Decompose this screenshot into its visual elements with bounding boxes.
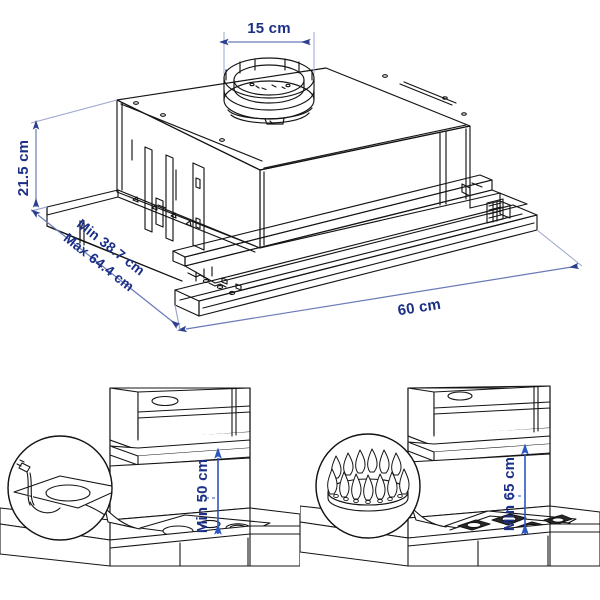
kitchen-scene-gas — [300, 385, 600, 567]
dimension-label-height: 21.5 cm — [15, 140, 32, 196]
wall-cabinet — [109, 387, 251, 451]
kitchen-scene-electric — [0, 387, 300, 567]
dimension-width: 60 cm — [174, 229, 583, 333]
main-product-drawing: 15 cm 21.5 cm 60 cm — [15, 20, 583, 333]
wall-cabinet — [407, 385, 551, 447]
electric-hob-detail-callout — [7, 435, 141, 541]
dimension-label-duct: 15 cm — [247, 20, 291, 37]
dimension-duct-diameter: 15 cm — [219, 20, 315, 74]
flame-row-back — [331, 448, 402, 479]
dimension-label-min-65: Min 65 cm — [501, 457, 518, 531]
dimension-clearance-electric: Min 50 cm — [194, 447, 222, 535]
dimension-depth: Min 38.7 cm Max 64.4 cm — [30, 206, 181, 331]
dimension-clearance-gas: Min 65 cm — [501, 443, 529, 535]
dimension-label-width: 60 cm — [396, 296, 442, 320]
cooker-hood — [109, 439, 251, 466]
pull-out-slide — [172, 174, 538, 317]
duct-outlet — [223, 57, 315, 125]
gas-hob-scene-svg: Min 65 cm — [300, 385, 600, 567]
hood-isometric-svg: 15 cm 21.5 cm 60 cm — [15, 20, 583, 333]
clearance-panel-electric: Min 50 cm — [0, 368, 300, 600]
gas-burner-detail-callout — [315, 433, 447, 539]
clearance-panel-gas: Min 65 cm — [300, 368, 600, 600]
electric-hob-scene-svg: Min 50 cm — [0, 387, 300, 567]
flame-row-front — [327, 468, 410, 501]
dimension-label-min-50: Min 50 cm — [194, 459, 211, 533]
